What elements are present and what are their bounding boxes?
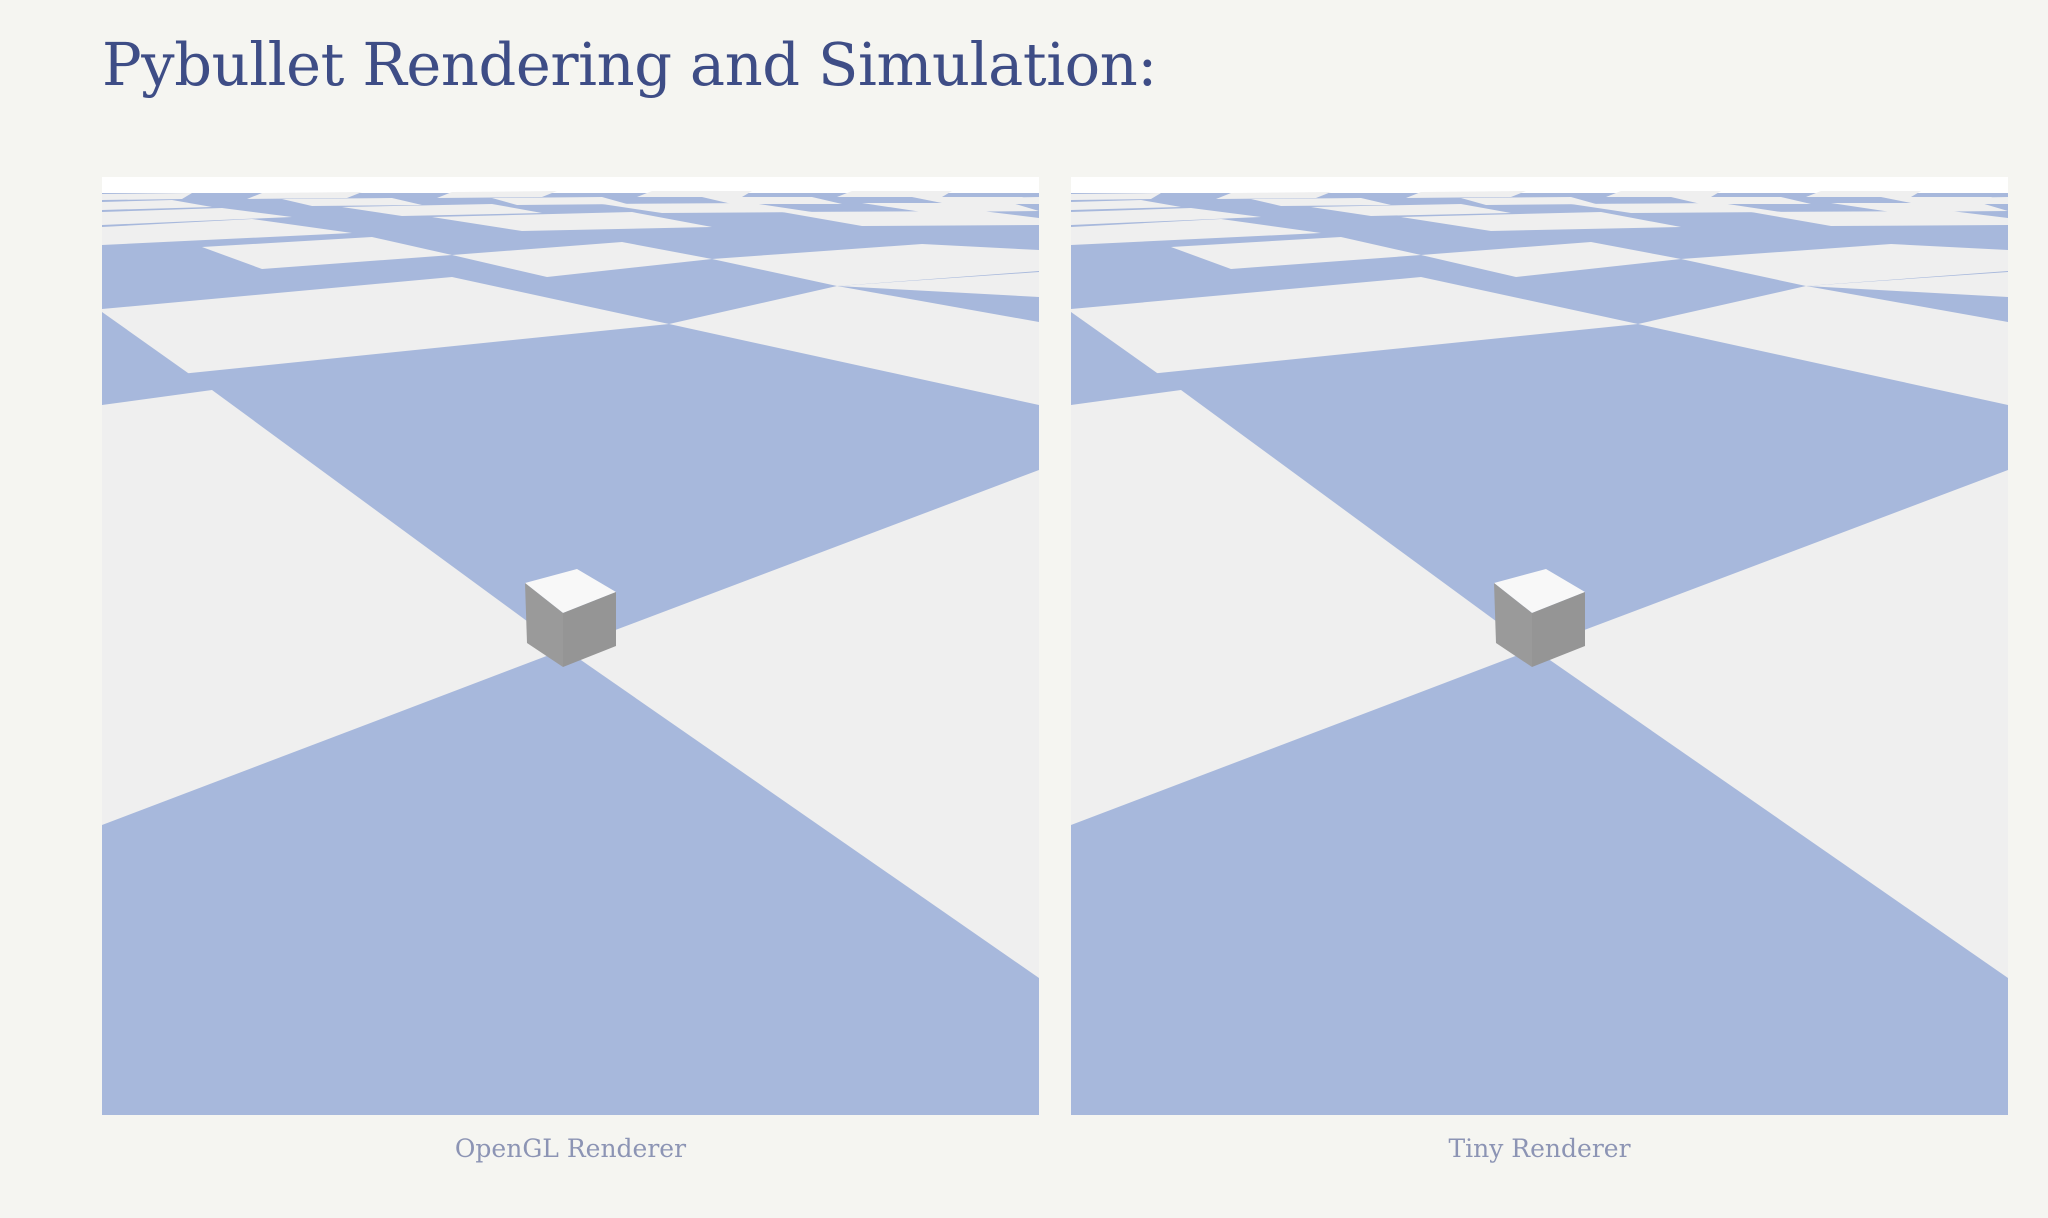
checkerboard-scene-icon: [1071, 177, 2008, 1115]
tiny-render-image: [1071, 177, 2008, 1115]
cube-icon: [1494, 569, 1585, 667]
checkerboard-scene-icon: [102, 177, 1039, 1115]
page-title: Pybullet Rendering and Simulation:: [102, 30, 1157, 99]
tiny-render-panel: Tiny Renderer: [1071, 177, 2008, 1166]
tiny-renderer-caption: Tiny Renderer: [1448, 1134, 1631, 1163]
cube-icon: [525, 569, 616, 667]
opengl-render-image: [102, 177, 1039, 1115]
opengl-render-panel: OpenGL Renderer: [102, 177, 1039, 1166]
opengl-renderer-caption: OpenGL Renderer: [454, 1134, 687, 1163]
